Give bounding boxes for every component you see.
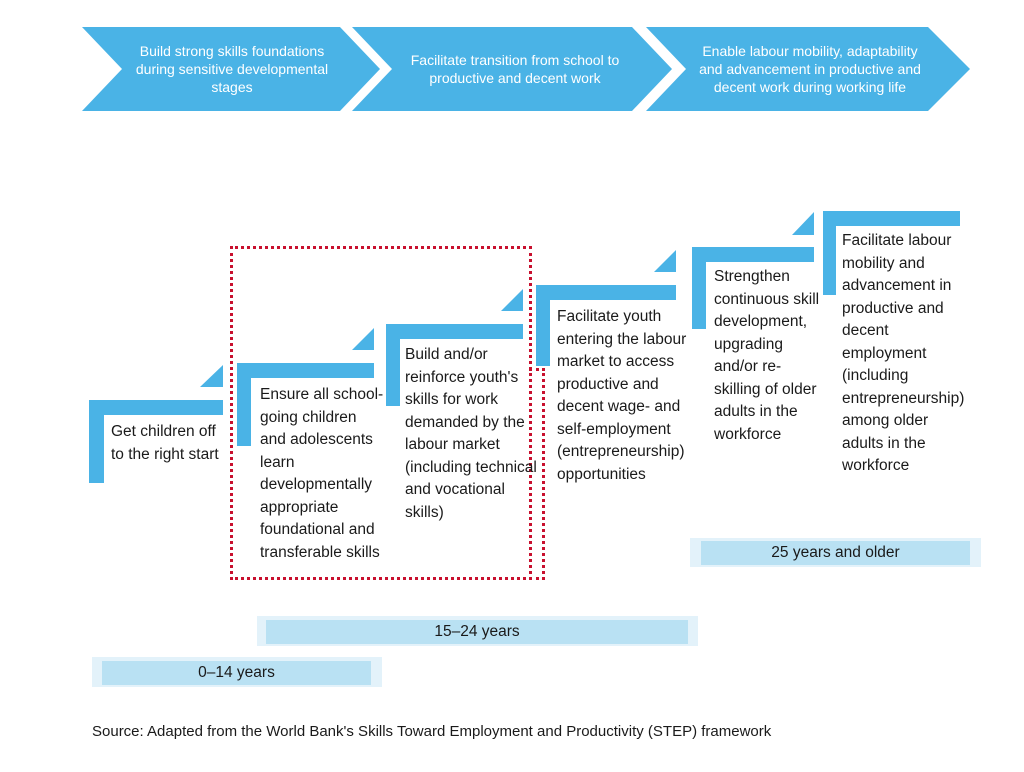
chevron-label-2: Facilitate transition from school to pro… <box>410 52 620 86</box>
step-bracket-1 <box>89 365 223 483</box>
chevron-arrow-3 <box>646 27 970 111</box>
step-bracket-4 <box>536 250 676 366</box>
step-bracket-5 <box>692 212 814 329</box>
step-text-6: Facilitate labour mobility and advanceme… <box>842 232 965 474</box>
step-text-5: Strengthen continuous skill development,… <box>714 268 820 443</box>
step-text-1: Get children off to the right start <box>111 423 219 463</box>
highlight-box-notch <box>529 368 545 580</box>
chevron-banner <box>82 27 970 111</box>
step-text-4: Facilitate youth entering the labour mar… <box>557 308 687 483</box>
step-text-2: Ensure all school-going children and ado… <box>260 386 384 561</box>
chevron-label-1: Build strong skills foundations during s… <box>135 43 329 95</box>
age-bar-15-24: 15–24 years <box>266 620 688 644</box>
highlight-box <box>230 246 532 580</box>
chevron-arrow-1 <box>82 27 380 111</box>
chevron-arrow-2 <box>352 27 672 111</box>
age-bar-0-14: 0–14 years <box>102 661 371 685</box>
age-bar-25plus: 25 years and older <box>701 541 970 565</box>
step-text-3: Build and/or reinforce youth's skills fo… <box>405 346 537 521</box>
step-bracket-3 <box>386 289 523 406</box>
step-bracket-6 <box>823 211 960 295</box>
chevron-label-3: Enable labour mobility, adaptability and… <box>699 43 921 95</box>
step-bracket-2 <box>237 328 374 446</box>
source-note: Source: Adapted from the World Bank's Sk… <box>92 723 772 740</box>
